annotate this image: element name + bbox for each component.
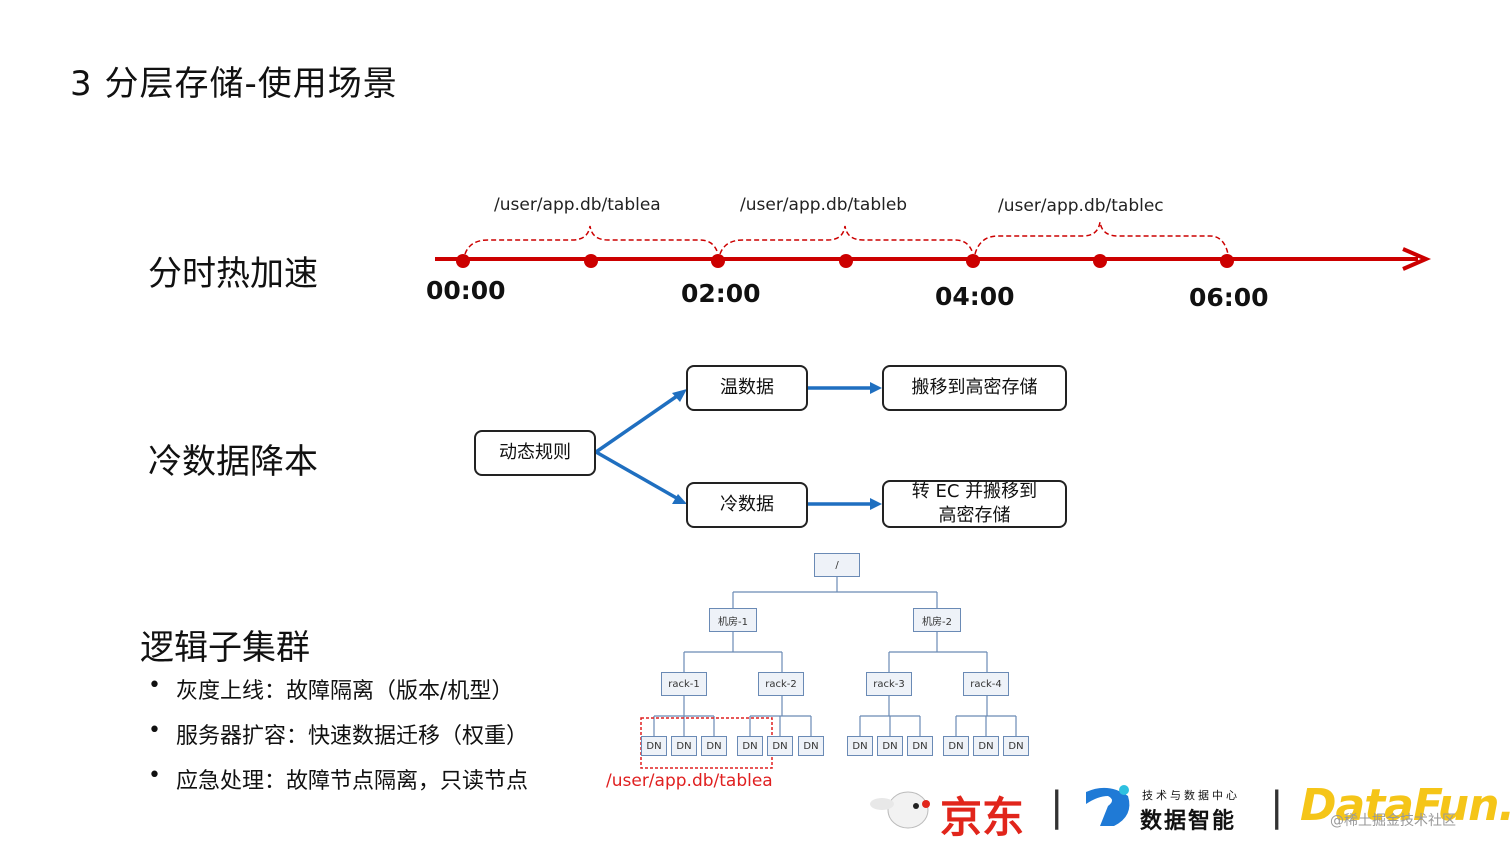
- path-label-tablea: /user/app.db/tablea: [494, 195, 661, 215]
- timeline-dot: [584, 254, 598, 268]
- flow-box-move-high-density: 搬移到高密存储: [882, 365, 1067, 411]
- tree-dn: DN: [671, 736, 697, 756]
- section-cold-cost-reduction: 冷数据降本: [148, 442, 318, 482]
- flow-box-ec-line2: 高密存储: [938, 505, 1011, 526]
- watermark: @稀土掘金技术社区: [1330, 813, 1456, 829]
- tree-rack-1: rack-1: [661, 672, 707, 696]
- tree-dn: DN: [737, 736, 763, 756]
- brace-tableb: [719, 225, 974, 255]
- flow-box-ec-move: 转 EC 并搬移到 高密存储: [882, 480, 1067, 528]
- tree-dn: DN: [767, 736, 793, 756]
- tree-dn: DN: [798, 736, 824, 756]
- tree-connectors: [653, 577, 1017, 736]
- tree-root: /: [814, 553, 860, 577]
- tree-dn: DN: [877, 736, 903, 756]
- tree-rack-2: rack-2: [758, 672, 804, 696]
- brace-tablec: [974, 221, 1229, 255]
- flow-box-dynamic-rule: 动态规则: [474, 430, 596, 476]
- tree-room-1: 机房-1: [709, 608, 757, 632]
- logo-separator: |: [1270, 784, 1284, 830]
- jd-logo-text: 京东: [940, 793, 1025, 842]
- timeline-dot: [1093, 254, 1107, 268]
- bullet-gray-release: 灰度上线：故障隔离（版本/机型）: [148, 673, 513, 705]
- time-label-0000: 00:00: [426, 276, 506, 305]
- tree-dn: DN: [907, 736, 933, 756]
- tree-rack-3: rack-3: [866, 672, 912, 696]
- jd-mascot-icon: [870, 791, 930, 829]
- timeline-dot: [966, 254, 980, 268]
- logo-separator: |: [1050, 784, 1064, 830]
- arrow-rule-to-cold: [595, 450, 681, 502]
- tree-dn: DN: [973, 736, 999, 756]
- brace-tablea: [464, 225, 719, 255]
- arrowhead: [870, 498, 882, 510]
- time-label-0200: 02:00: [681, 279, 761, 308]
- tree-dn: DN: [701, 736, 727, 756]
- timeline-dot: [456, 254, 470, 268]
- arrowhead: [870, 382, 882, 394]
- tree-dn: DN: [847, 736, 873, 756]
- arrowhead: [672, 494, 687, 504]
- timeline-dot: [1220, 254, 1234, 268]
- highlight-path-label: /user/app.db/tablea: [606, 771, 773, 791]
- data-intelligence-logo-icon: [1086, 785, 1130, 826]
- page-title: 3 分层存储-使用场景: [70, 64, 398, 104]
- timeline-dot: [839, 254, 853, 268]
- center-logo-subtitle: 技术与数据中心: [1142, 789, 1240, 802]
- section-hot-acceleration: 分时热加速: [148, 254, 318, 294]
- section-logical-subcluster: 逻辑子集群: [140, 628, 310, 668]
- arrow-rule-to-warm: [595, 392, 681, 454]
- bullet-server-expansion: 服务器扩容：快速数据迁移（权重）: [148, 718, 528, 750]
- flow-box-ec-line1: 转 EC 并搬移到: [911, 481, 1038, 502]
- center-logo-title: 数据智能: [1140, 809, 1237, 834]
- tree-dn: DN: [641, 736, 667, 756]
- timeline-dot: [711, 254, 725, 268]
- path-label-tablec: /user/app.db/tablec: [998, 196, 1164, 216]
- tree-rack-4: rack-4: [963, 672, 1009, 696]
- flow-box-warm-data: 温数据: [686, 365, 808, 411]
- tree-room-2: 机房-2: [913, 608, 961, 632]
- bullet-emergency: 应急处理：故障节点隔离，只读节点: [148, 763, 528, 795]
- time-label-0600: 06:00: [1189, 283, 1269, 312]
- timeline-arrowhead: [1402, 247, 1432, 271]
- flow-box-cold-data: 冷数据: [686, 482, 808, 528]
- path-label-tableb: /user/app.db/tableb: [740, 195, 908, 215]
- tree-dn: DN: [1003, 736, 1029, 756]
- tree-dn: DN: [943, 736, 969, 756]
- time-label-0400: 04:00: [935, 282, 1015, 311]
- datafun-logo: DataFun.: [1300, 780, 1512, 831]
- arrowhead: [672, 389, 687, 402]
